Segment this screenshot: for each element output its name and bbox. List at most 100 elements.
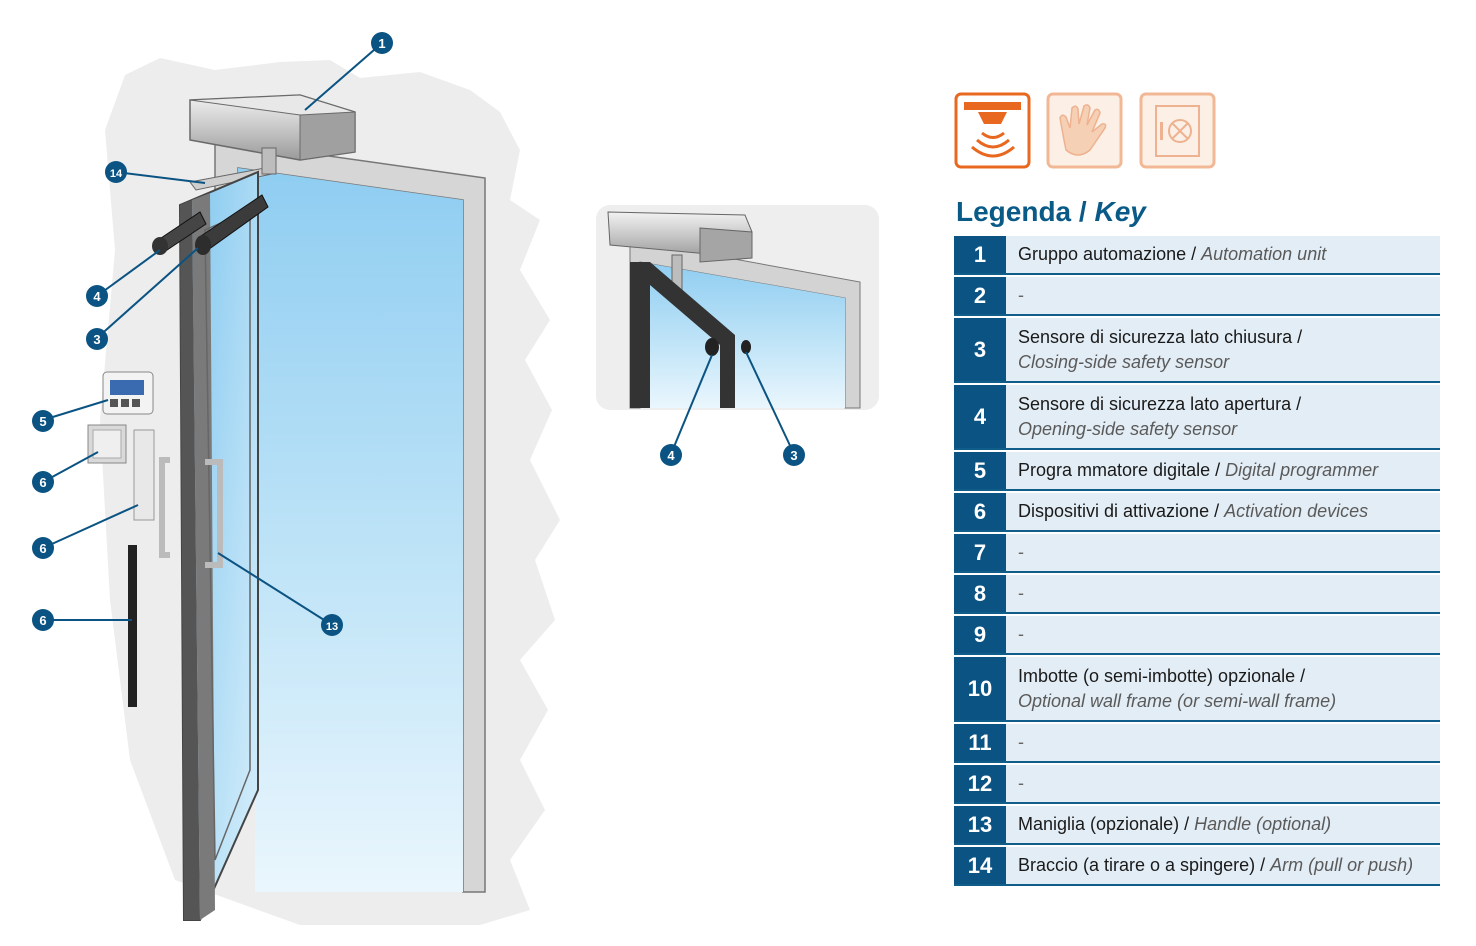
callout-6b: 6 bbox=[32, 537, 54, 559]
legend-en: Automation unit bbox=[1201, 244, 1327, 264]
legend-number: 7 bbox=[954, 534, 1006, 571]
legend-number: 9 bbox=[954, 616, 1006, 653]
legend-text: Sensore di sicurezza lato apertura / Open… bbox=[1006, 385, 1301, 448]
legend-text: Gruppo automazione / Automation unit bbox=[1006, 236, 1326, 273]
legend-en: Opening-side safety sensor bbox=[1018, 418, 1238, 439]
callout-6b-label: 6 bbox=[39, 541, 46, 556]
legend-title: Legenda / Key bbox=[956, 196, 1146, 228]
legend-title-en: Key bbox=[1094, 196, 1146, 227]
legend-it: Gruppo automazione / bbox=[1018, 244, 1202, 264]
legend-it: Progra mmatore digitale / bbox=[1018, 460, 1226, 480]
legend-number: 13 bbox=[954, 806, 1006, 843]
callout-6a: 6 bbox=[32, 471, 54, 493]
opening-glass bbox=[238, 168, 463, 892]
automation-unit bbox=[189, 94, 356, 161]
legend-dash: - bbox=[1018, 773, 1024, 793]
legend-it: Sensore di sicurezza lato chiusura / bbox=[1018, 326, 1303, 347]
legend-en: Digital programmer bbox=[1225, 460, 1379, 480]
activation-bar bbox=[128, 545, 137, 707]
legend-text: Progra mmatore digitale / Digital progra… bbox=[1006, 452, 1378, 489]
callout-6c: 6 bbox=[32, 609, 54, 631]
callout-6c-label: 6 bbox=[39, 613, 46, 628]
legend-text: Imbotte (o semi-imbotte) opzionale / Opti… bbox=[1006, 657, 1336, 720]
legend-dash: - bbox=[1018, 732, 1024, 752]
callout-6a-label: 6 bbox=[39, 475, 46, 490]
legend-en: Optional wall frame (or semi-wall frame) bbox=[1018, 690, 1337, 711]
leader-lines bbox=[42, 42, 383, 626]
legend-dash: - bbox=[1018, 542, 1024, 562]
callout-3-label: 3 bbox=[93, 332, 100, 347]
legend-number: 10 bbox=[954, 657, 1006, 720]
callout-4-label: 4 bbox=[93, 289, 101, 304]
push-plate bbox=[87, 424, 127, 464]
detail-inset bbox=[596, 205, 879, 410]
legend-text: - bbox=[1006, 724, 1024, 761]
legend-row-10: 10 Imbotte (o semi-imbotte) opzionale / Op… bbox=[954, 657, 1440, 722]
legend-text: Sensore di sicurezza lato chiusura / Clos… bbox=[1006, 318, 1302, 381]
detail-callout-3: 3 bbox=[783, 444, 805, 466]
door-handle bbox=[159, 457, 223, 568]
legend-it: Imbotte (o semi-imbotte) opzionale / bbox=[1018, 665, 1306, 686]
callout-4: 4 bbox=[86, 285, 108, 307]
legend-row-9: 9- bbox=[954, 616, 1440, 655]
legend-dash: - bbox=[1018, 583, 1024, 603]
legend-text: - bbox=[1006, 534, 1024, 571]
legend-number: 2 bbox=[954, 277, 1006, 314]
door-leaf bbox=[178, 170, 259, 921]
legend-dash: - bbox=[1018, 624, 1024, 644]
legend-dash: - bbox=[1018, 285, 1024, 305]
legend-text: Braccio (a tirare o a spingere) / Arm (p… bbox=[1006, 847, 1413, 884]
legend-number: 1 bbox=[954, 236, 1006, 273]
legend-title-it: Legenda bbox=[956, 196, 1072, 227]
legend-number: 4 bbox=[954, 385, 1006, 448]
detail-callout-4: 4 bbox=[660, 444, 682, 466]
callout-5: 5 bbox=[32, 410, 54, 432]
legend-row-11: 11- bbox=[954, 724, 1440, 763]
legend-it: Sensore di sicurezza lato apertura / bbox=[1018, 393, 1302, 414]
legend-row-12: 12- bbox=[954, 765, 1440, 804]
detail-leader-lines bbox=[670, 351, 795, 455]
legend-en: Arm (pull or push) bbox=[1270, 855, 1414, 875]
callout-13: 13 bbox=[321, 614, 343, 636]
legend-text: - bbox=[1006, 616, 1024, 653]
radar-sensor-icon bbox=[954, 92, 1031, 169]
safe-icon bbox=[1139, 92, 1216, 169]
callout-1-label: 1 bbox=[378, 36, 385, 51]
callout-1: 1 bbox=[371, 32, 393, 54]
card-panel bbox=[133, 429, 155, 521]
legend-text: Maniglia (opzionale) / Handle (optional) bbox=[1006, 806, 1331, 843]
legend-text: - bbox=[1006, 277, 1024, 314]
legend-en: Closing-side safety sensor bbox=[1018, 351, 1230, 372]
hand-icon bbox=[1046, 92, 1123, 169]
legend-it: Dispositivi di attivazione / bbox=[1018, 501, 1225, 521]
legend-row-4: 4 Sensore di sicurezza lato apertura / Ope… bbox=[954, 385, 1440, 450]
legend-number: 3 bbox=[954, 318, 1006, 381]
callout-13-label: 13 bbox=[326, 621, 338, 633]
legend-text: - bbox=[1006, 575, 1024, 612]
legend-row-7: 7- bbox=[954, 534, 1440, 573]
callout-5-label: 5 bbox=[39, 414, 46, 429]
legend-row-8: 8- bbox=[954, 575, 1440, 614]
legend-text: Dispositivi di attivazione / Activation … bbox=[1006, 493, 1368, 530]
legend-number: 6 bbox=[954, 493, 1006, 530]
digital-programmer bbox=[102, 371, 154, 415]
legend-it: Braccio (a tirare o a spingere) / bbox=[1018, 855, 1271, 875]
callout-14: 14 bbox=[105, 161, 127, 183]
detail-callout-4-label: 4 bbox=[667, 448, 675, 463]
legend-it: Maniglia (opzionale) / bbox=[1018, 814, 1195, 834]
callout-3: 3 bbox=[86, 328, 108, 350]
legend-title-sep: / bbox=[1071, 196, 1095, 227]
legend-en: Activation devices bbox=[1224, 501, 1369, 521]
detail-callout-3-label: 3 bbox=[790, 448, 797, 463]
legend-number: 14 bbox=[954, 847, 1006, 884]
legend-row-3: 3 Sensore di sicurezza lato chiusura / Clo… bbox=[954, 318, 1440, 383]
legend-text: - bbox=[1006, 765, 1024, 802]
legend-number: 5 bbox=[954, 452, 1006, 489]
